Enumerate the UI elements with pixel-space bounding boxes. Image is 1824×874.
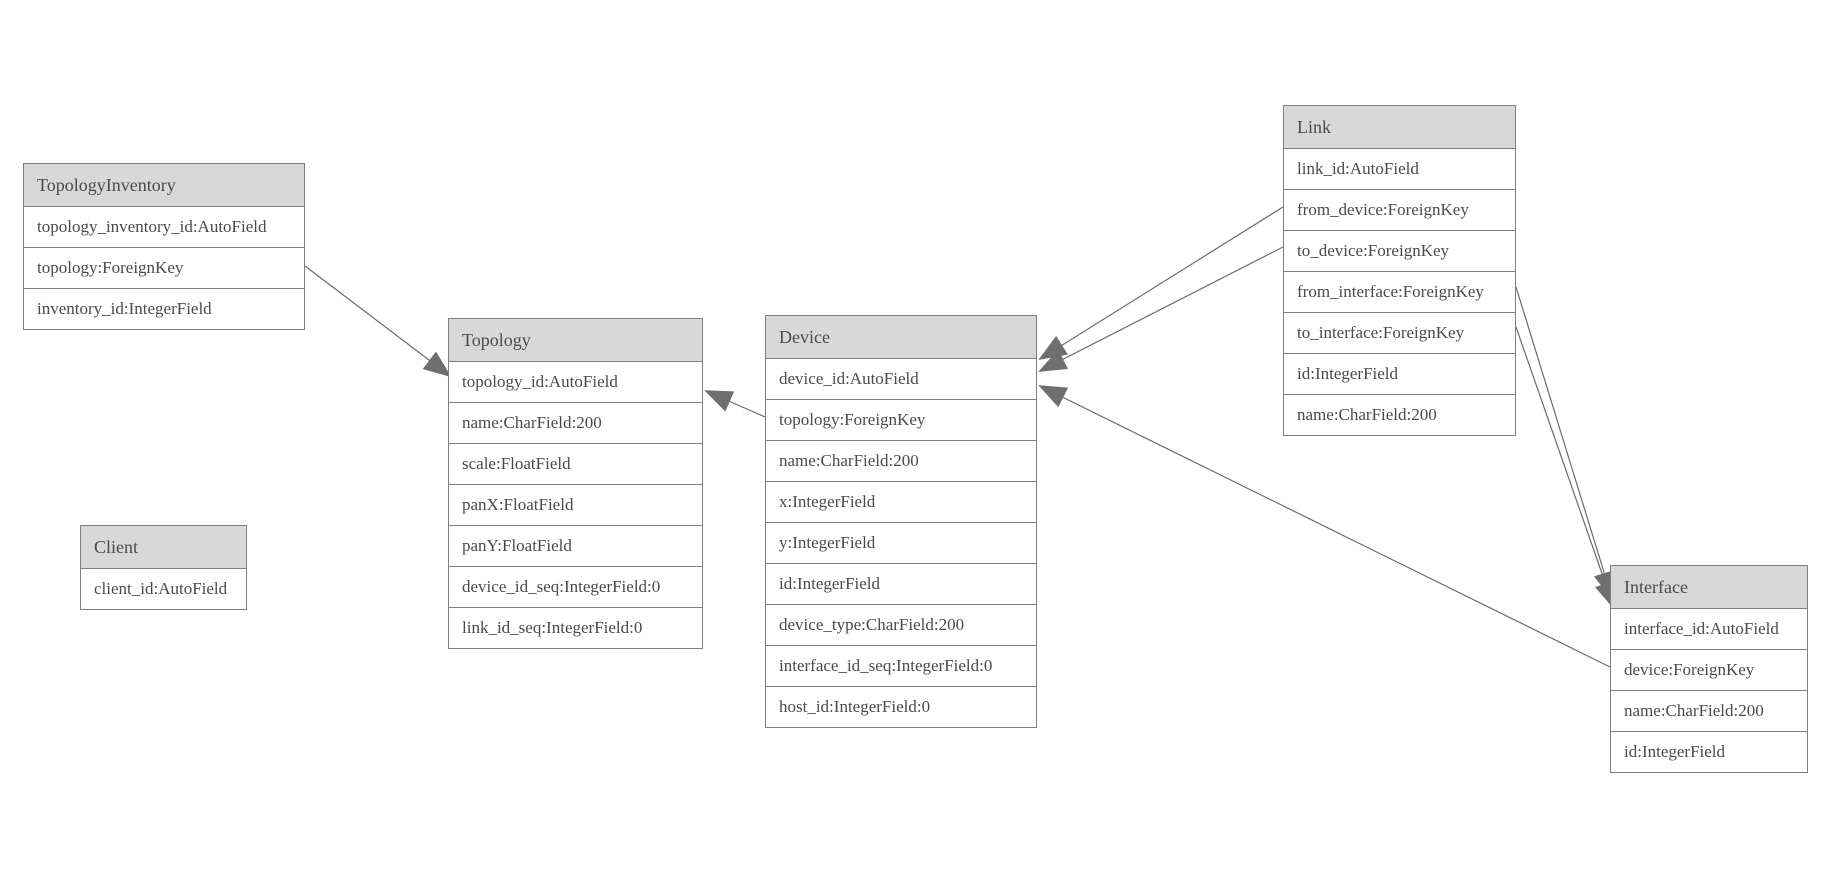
field-row-link-0: link_id:AutoField	[1284, 149, 1515, 190]
relationship-link-from-device	[1038, 206, 1284, 361]
field-row-interface-3: id:IntegerField	[1611, 732, 1807, 772]
field-row-topology-5: device_id_seq:IntegerField:0	[449, 567, 702, 608]
field-row-device-3: x:IntegerField	[766, 482, 1036, 523]
relationship-device-topology	[704, 390, 766, 418]
field-row-device-2: name:CharField:200	[766, 441, 1036, 482]
field-row-topology-4: panY:FloatField	[449, 526, 702, 567]
field-row-interface-1: device:ForeignKey	[1611, 650, 1807, 691]
field-row-interface-0: interface_id:AutoField	[1611, 609, 1807, 650]
field-row-topologyinventory-0: topology_inventory_id:AutoField	[24, 207, 304, 248]
field-row-link-1: from_device:ForeignKey	[1284, 190, 1515, 231]
entity-title-client: Client	[81, 526, 246, 569]
field-row-link-3: from_interface:ForeignKey	[1284, 272, 1515, 313]
relationship-link-from-interface	[1515, 286, 1615, 600]
field-row-device-8: host_id:IntegerField:0	[766, 687, 1036, 727]
field-row-client-0: client_id:AutoField	[81, 569, 246, 609]
field-row-device-6: device_type:CharField:200	[766, 605, 1036, 646]
field-row-topology-3: panX:FloatField	[449, 485, 702, 526]
field-row-topologyinventory-1: topology:ForeignKey	[24, 248, 304, 289]
field-row-topologyinventory-2: inventory_id:IntegerField	[24, 289, 304, 329]
relationship-link-to-device	[1038, 246, 1284, 372]
field-row-topology-1: name:CharField:200	[449, 403, 702, 444]
entity-title-interface: Interface	[1611, 566, 1807, 609]
entity-title-topologyinventory: TopologyInventory	[24, 164, 304, 207]
field-row-link-5: id:IntegerField	[1284, 354, 1515, 395]
entity-title-topology: Topology	[449, 319, 702, 362]
entity-title-link: Link	[1284, 106, 1515, 149]
field-row-topology-6: link_id_seq:IntegerField:0	[449, 608, 702, 648]
field-row-link-2: to_device:ForeignKey	[1284, 231, 1515, 272]
field-row-topology-2: scale:FloatField	[449, 444, 702, 485]
relationship-interface-device	[1038, 385, 1611, 668]
field-row-link-4: to_interface:ForeignKey	[1284, 313, 1515, 354]
relationship-topologyinventory-topology	[304, 265, 452, 378]
field-row-device-5: id:IntegerField	[766, 564, 1036, 605]
field-row-interface-2: name:CharField:200	[1611, 691, 1807, 732]
field-row-device-1: topology:ForeignKey	[766, 400, 1036, 441]
relationship-link-to-interface	[1515, 326, 1616, 610]
entity-title-device: Device	[766, 316, 1036, 359]
field-row-device-4: y:IntegerField	[766, 523, 1036, 564]
field-row-device-0: device_id:AutoField	[766, 359, 1036, 400]
field-row-topology-0: topology_id:AutoField	[449, 362, 702, 403]
field-row-link-6: name:CharField:200	[1284, 395, 1515, 435]
field-row-device-7: interface_id_seq:IntegerField:0	[766, 646, 1036, 687]
